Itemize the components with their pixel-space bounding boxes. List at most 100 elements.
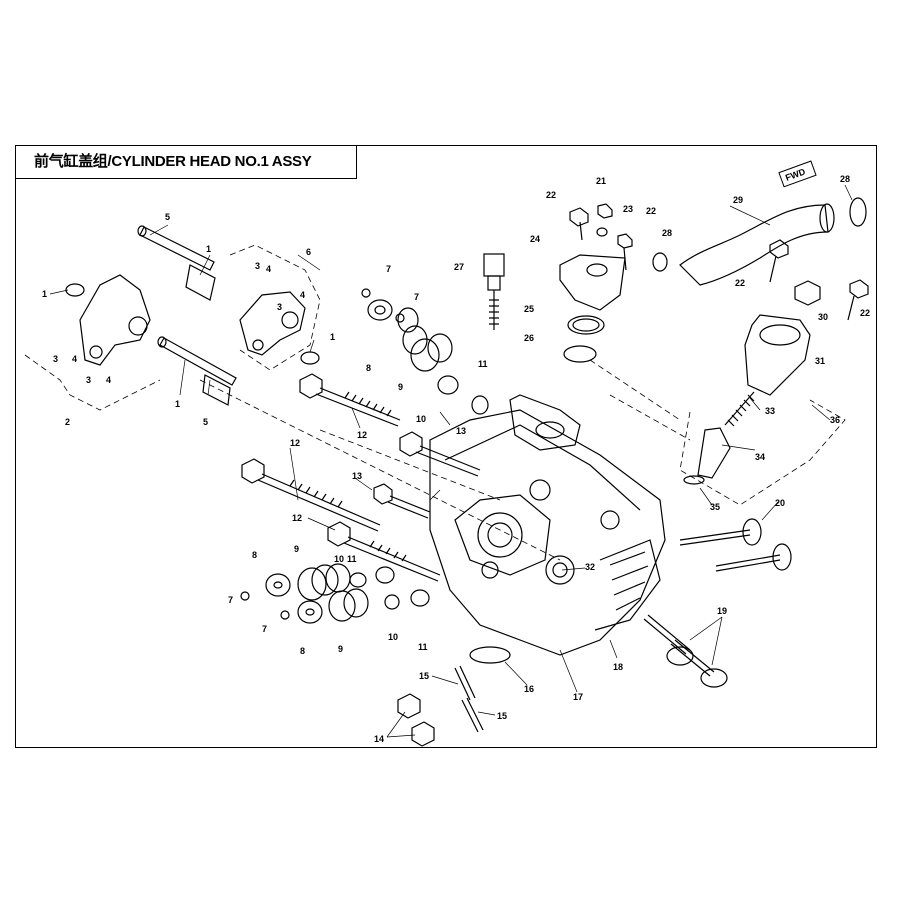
callout-number: 3	[53, 354, 58, 364]
callout-number: 11	[418, 642, 428, 652]
bolt	[849, 279, 869, 299]
short-bolt	[373, 483, 431, 519]
thermostat-housing	[509, 394, 581, 451]
hose-clamp	[849, 197, 867, 227]
drawing-frame	[15, 145, 877, 748]
valve-keeper	[395, 313, 405, 323]
callout-number: 22	[860, 308, 870, 318]
callout-number: 8	[252, 550, 257, 560]
callout-number: 18	[613, 662, 623, 672]
washer	[596, 227, 608, 237]
callout-number: 12	[292, 513, 302, 523]
hose-clamp	[652, 252, 668, 272]
cam-chain-tensioner	[683, 280, 821, 485]
callout-number: 11	[478, 359, 488, 369]
valve-keeper	[361, 288, 371, 298]
callout-number: 16	[524, 684, 534, 694]
callout-number: 10	[416, 414, 426, 424]
callout-number: 28	[662, 228, 672, 238]
callout-number: 4	[266, 264, 271, 274]
valve-keeper	[280, 610, 290, 620]
callout-number: 29	[733, 195, 743, 205]
callout-number: 6	[306, 247, 311, 257]
callout-number: 30	[818, 312, 828, 322]
valve-keeper	[240, 591, 250, 601]
thermostat-cover	[559, 254, 626, 311]
callout-number: 20	[775, 498, 785, 508]
callout-number: 31	[815, 356, 825, 366]
rocker-shaft-lower	[157, 336, 237, 406]
callout-number: 21	[596, 176, 606, 186]
bolt	[597, 203, 613, 219]
head-bolt	[399, 431, 481, 477]
callout-number: 13	[456, 426, 466, 436]
callout-number: 14	[374, 734, 384, 744]
callout-number: 8	[300, 646, 305, 656]
cylinder-head-body	[429, 409, 666, 656]
flange-nut	[397, 693, 421, 719]
callout-number: 19	[717, 606, 727, 616]
diagram-title: 前气缸盖组/CYLINDER HEAD NO.1 ASSY	[34, 153, 312, 170]
callout-number: 3	[255, 261, 260, 271]
callout-number: 4	[300, 290, 305, 300]
callout-number: 7	[262, 624, 267, 634]
callout-number: 1	[206, 244, 211, 254]
callout-number: 22	[546, 190, 556, 200]
callout-number: 22	[646, 206, 656, 216]
callout-number: 17	[573, 692, 583, 702]
callout-number: 9	[338, 644, 343, 654]
callout-number: 1	[330, 332, 335, 342]
callout-number: 2	[65, 417, 70, 427]
callout-number: 10	[388, 632, 398, 642]
callout-number: 12	[357, 430, 367, 440]
group-bracket-2	[24, 354, 161, 411]
callout-number: 5	[203, 417, 208, 427]
callout-number: 26	[524, 333, 534, 343]
title-box	[15, 145, 357, 179]
rocker-shaft-upper	[137, 225, 216, 301]
thermostat-seal	[567, 315, 605, 335]
callout-number: 35	[710, 502, 720, 512]
callout-number: 3	[86, 375, 91, 385]
studs	[454, 665, 484, 733]
group-bracket-6	[229, 244, 321, 371]
bolt	[569, 207, 589, 227]
callout-number: 9	[398, 382, 403, 392]
callout-number: 28	[840, 174, 850, 184]
exhaust-valves	[679, 518, 792, 572]
callout-number: 36	[830, 415, 840, 425]
valve-spring-upper	[367, 299, 489, 415]
callout-number: 7	[414, 292, 419, 302]
intake-gasket	[469, 646, 511, 664]
callout-number: 15	[497, 711, 507, 721]
callout-number: 7	[386, 264, 391, 274]
callout-number: 32	[585, 562, 595, 572]
group-bracket-36	[679, 399, 846, 506]
callout-number: 11	[347, 554, 357, 564]
o-ring	[65, 283, 85, 297]
bolt	[617, 233, 633, 249]
callout-number: 1	[175, 399, 180, 409]
callout-number: 34	[755, 452, 765, 462]
bolt	[769, 239, 789, 259]
callout-number: 4	[106, 375, 111, 385]
callout-number: 5	[165, 212, 170, 222]
rocker-arm-right	[239, 291, 306, 356]
callout-number: 3	[277, 302, 282, 312]
callout-number: 7	[228, 595, 233, 605]
valve-spring-lower	[265, 563, 430, 624]
callout-number: 27	[454, 262, 464, 272]
callout-number: 24	[530, 234, 540, 244]
callout-number: 22	[735, 278, 745, 288]
temperature-sensor	[483, 253, 505, 330]
callout-number: 25	[524, 304, 534, 314]
o-ring	[300, 351, 320, 365]
coolant-hose	[679, 204, 829, 286]
callout-number: 10	[334, 554, 344, 564]
callout-number: 12	[290, 438, 300, 448]
callout-number: 8	[366, 363, 371, 373]
rocker-arm-left	[79, 274, 151, 366]
callout-number: 9	[294, 544, 299, 554]
intake-valves	[643, 614, 728, 688]
